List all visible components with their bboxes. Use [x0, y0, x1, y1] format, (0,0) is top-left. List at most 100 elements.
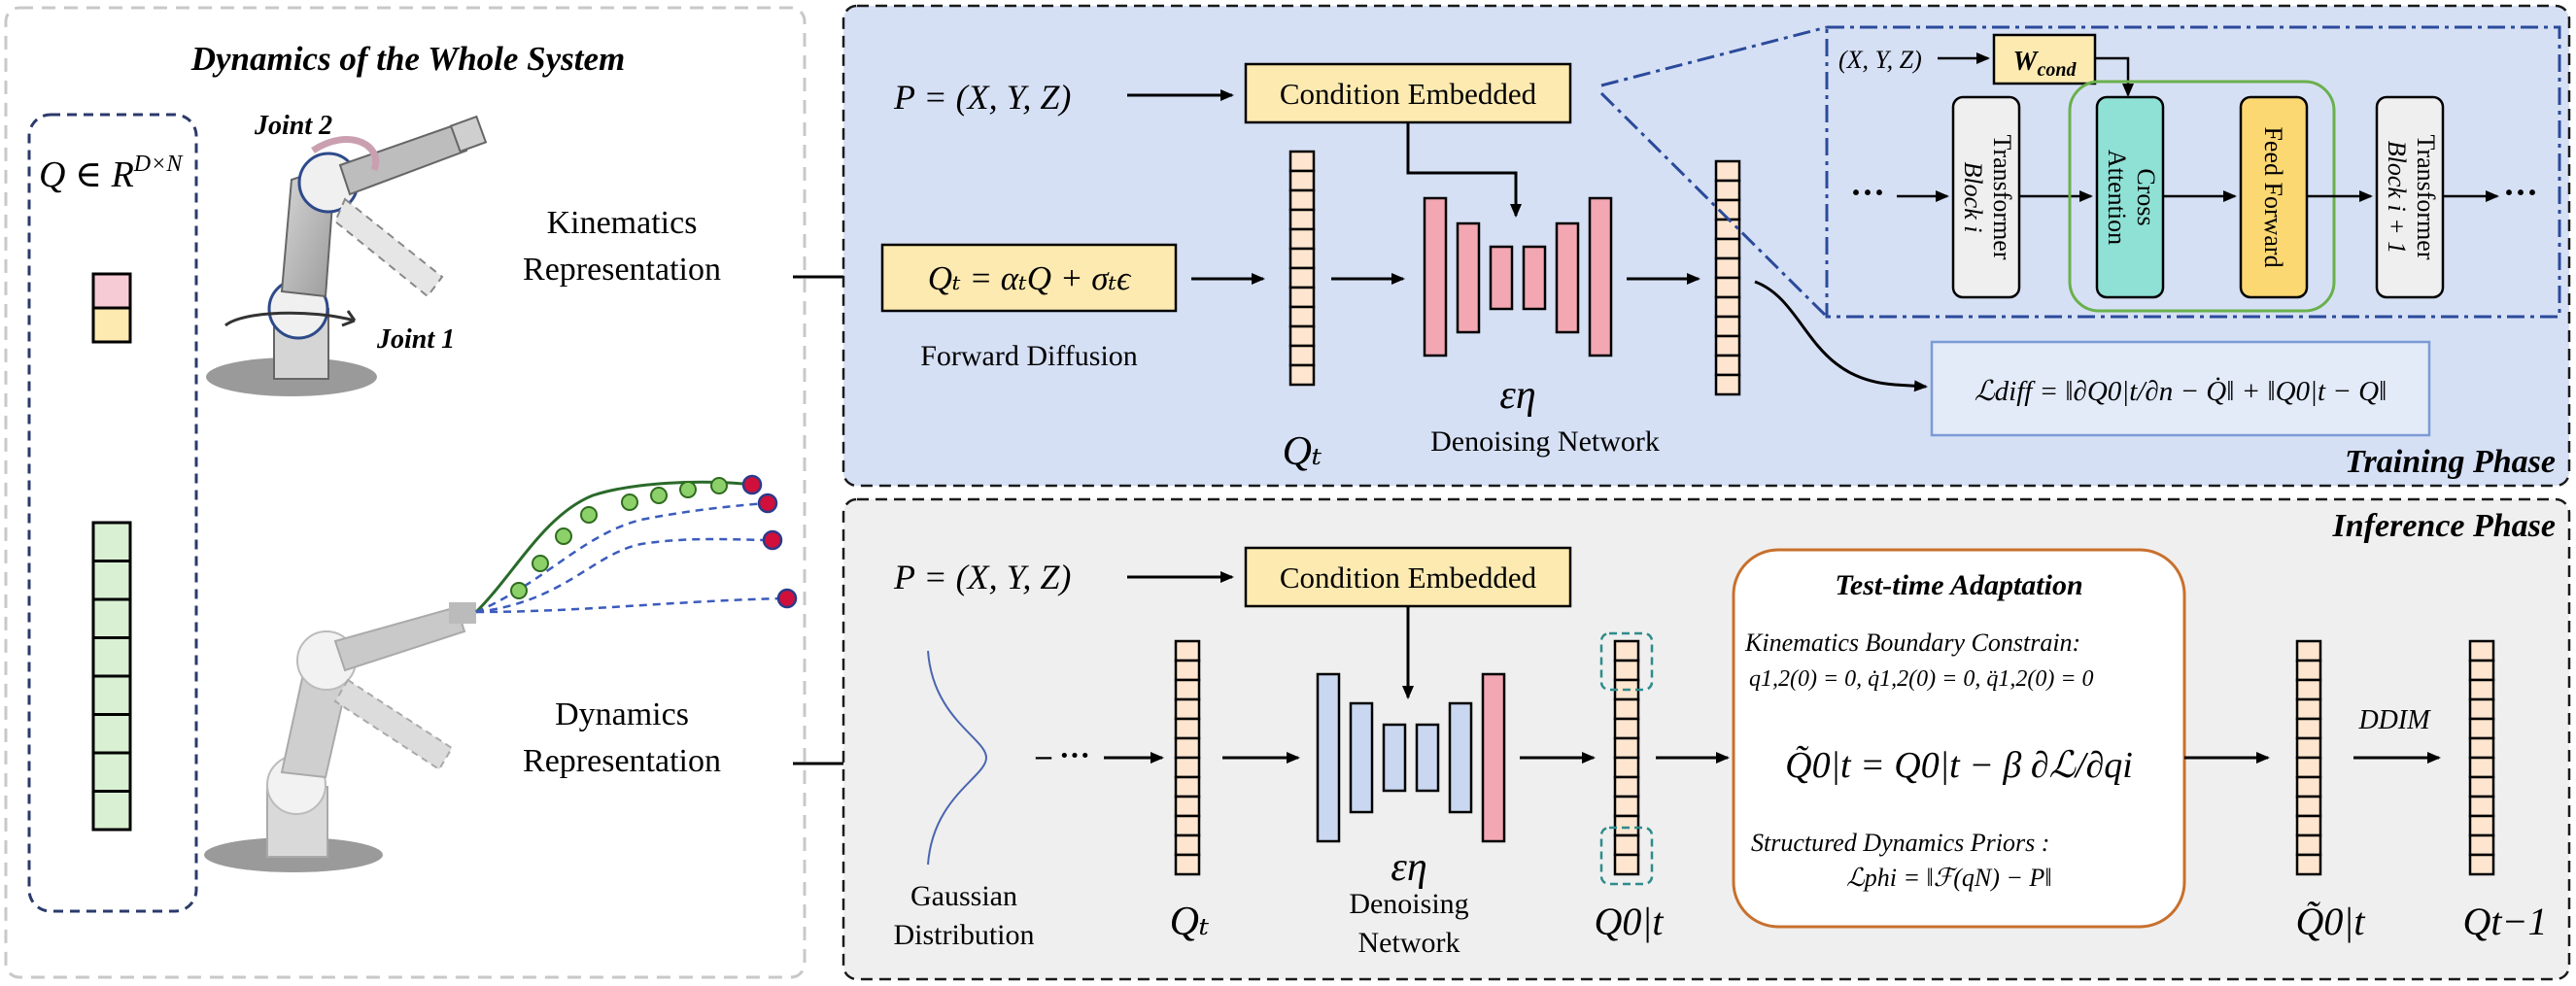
column-cell — [1714, 295, 1741, 319]
training-condition-embedded-box — [1244, 62, 1572, 124]
inference-phase-label: Inference Phase — [2332, 508, 2556, 544]
column-cell — [1714, 256, 1741, 280]
column-cell — [2468, 756, 2495, 779]
column-cell — [1174, 697, 1201, 721]
column-cell — [1174, 833, 1201, 857]
column-cell — [2295, 678, 2322, 701]
column-cell — [1714, 218, 1741, 241]
zoom-line-bottom — [1599, 91, 1829, 319]
left-panel-title: Dynamics of the Whole System — [190, 40, 626, 78]
column-cell — [2468, 853, 2495, 876]
column-cell — [2468, 795, 2495, 818]
transformer-inset-frame — [1825, 25, 2561, 319]
column-cell — [91, 521, 132, 562]
column-cell — [1714, 334, 1741, 357]
training-qt-label: Qₜ — [1283, 429, 1322, 474]
column-cell — [2295, 775, 2322, 799]
column-cell — [1174, 756, 1201, 779]
column-cell — [1613, 814, 1640, 837]
transformer-block-i1-label: TransformerBlock i + 1 — [2383, 134, 2440, 259]
column-cell — [91, 597, 132, 639]
inference-qt-column — [1174, 639, 1201, 876]
column-cell — [91, 674, 132, 716]
column-cell — [1288, 363, 1316, 387]
column-cell — [91, 636, 132, 678]
column-cell — [2468, 736, 2495, 760]
inference-qt1-label: Qt−1 — [2463, 900, 2548, 943]
tta-kbc-equation: q1,2(0) = 0, q̇1,2(0) = 0, q̈1,2(0) = 0 — [1749, 666, 2094, 692]
column-cell — [1714, 354, 1741, 377]
gaussian-label-line2: Distribution — [893, 919, 1034, 951]
column-cell — [1174, 853, 1201, 876]
column-cell — [1288, 305, 1316, 328]
column-cell — [1288, 324, 1316, 348]
inference-denoise-line2: Network — [1358, 927, 1460, 959]
column-cell — [1174, 736, 1201, 760]
column-cell — [1613, 795, 1640, 818]
inference-dots: – ··· — [1035, 737, 1090, 772]
training-denoising-network — [1423, 196, 1613, 357]
column-cell — [1288, 188, 1316, 212]
q0-bottom-highlight — [1599, 826, 1654, 886]
tta-sdp-title: Structured Dynamics Priors : — [1751, 829, 2049, 857]
training-phase-label: Training Phase — [2345, 444, 2556, 480]
column-cell — [2295, 756, 2322, 779]
column-cell — [2295, 853, 2322, 876]
inference-qt1-column — [2468, 639, 2495, 876]
robot-arm-kinematics-illustration: Joint 2 Joint 1 — [206, 111, 488, 396]
column-cell — [1714, 276, 1741, 299]
dynamics-rep-line2: Representation — [523, 743, 721, 779]
column-cell — [2468, 833, 2495, 857]
q0-top-highlight — [1599, 631, 1654, 692]
tta-update-equation: Q̃0|t = Q0|t − β ∂ℒ/∂qi — [1785, 745, 2133, 786]
column-cell — [1288, 169, 1316, 192]
loss-box — [1930, 340, 2431, 437]
transformer-block-i-label: TransformerBlock i — [1959, 134, 2016, 259]
column-cell — [2295, 833, 2322, 857]
feed-forward-label: Feed Forward — [2259, 126, 2287, 267]
column-cell — [1714, 315, 1741, 338]
inset-dots-left: ··· — [1850, 173, 1885, 212]
robot-arm-dynamics-illustration — [204, 474, 798, 872]
forward-diffusion-box — [880, 243, 1178, 313]
column-cell — [1613, 639, 1640, 663]
column-cell — [91, 751, 132, 793]
inference-denoising-network — [1316, 672, 1506, 843]
inference-eps-symbol: εη — [1391, 845, 1426, 890]
column-cell — [2468, 814, 2495, 837]
column-cell — [1174, 639, 1201, 663]
column-cell — [1174, 659, 1201, 682]
joint-1-label: Joint 1 — [376, 324, 455, 355]
column-cell — [2295, 639, 2322, 663]
tta-title: Test-time Adaptation — [1835, 569, 2082, 601]
column-cell — [2295, 717, 2322, 740]
column-cell — [2295, 736, 2322, 760]
column-cell — [2295, 659, 2322, 682]
column-cell — [1288, 286, 1316, 309]
column-cell — [1288, 208, 1316, 231]
dynamics-rep-line1: Dynamics — [555, 697, 689, 732]
training-condition-embedded-label: Condition Embedded — [1280, 77, 1537, 111]
arrow-cond-to-denoiser — [1406, 122, 1522, 218]
column-cell — [1174, 678, 1201, 701]
wcond-label: Wcond — [2013, 47, 2078, 81]
inset-dots-right: ··· — [2503, 173, 2538, 212]
column-cell — [1174, 717, 1201, 740]
forward-diffusion-equation: Qₜ = αₜQ + σₜϵ — [928, 259, 1132, 297]
arrow-q0-to-loss — [1754, 280, 1928, 392]
kinematics-rep-line2: Representation — [523, 252, 721, 288]
column-cell — [1714, 179, 1741, 202]
column-cell — [2295, 697, 2322, 721]
inference-qtilde-label: Q̃0|t — [2296, 900, 2366, 943]
gaussian-label-line1: Gaussian — [910, 880, 1017, 912]
column-cell — [1613, 736, 1640, 760]
inference-qtilde-column — [2295, 639, 2322, 876]
inference-q0-column — [1613, 639, 1640, 876]
forward-diffusion-label: Forward Diffusion — [920, 340, 1138, 372]
column-cell — [1613, 659, 1640, 682]
inference-q0t-label: Q0|t — [1595, 900, 1665, 943]
tta-sdp-equation: ℒphi = ‖ℱ(qN) − P‖ — [1846, 864, 2052, 892]
column-cell — [2468, 717, 2495, 740]
column-cell — [2468, 775, 2495, 799]
column-cell — [91, 560, 132, 601]
